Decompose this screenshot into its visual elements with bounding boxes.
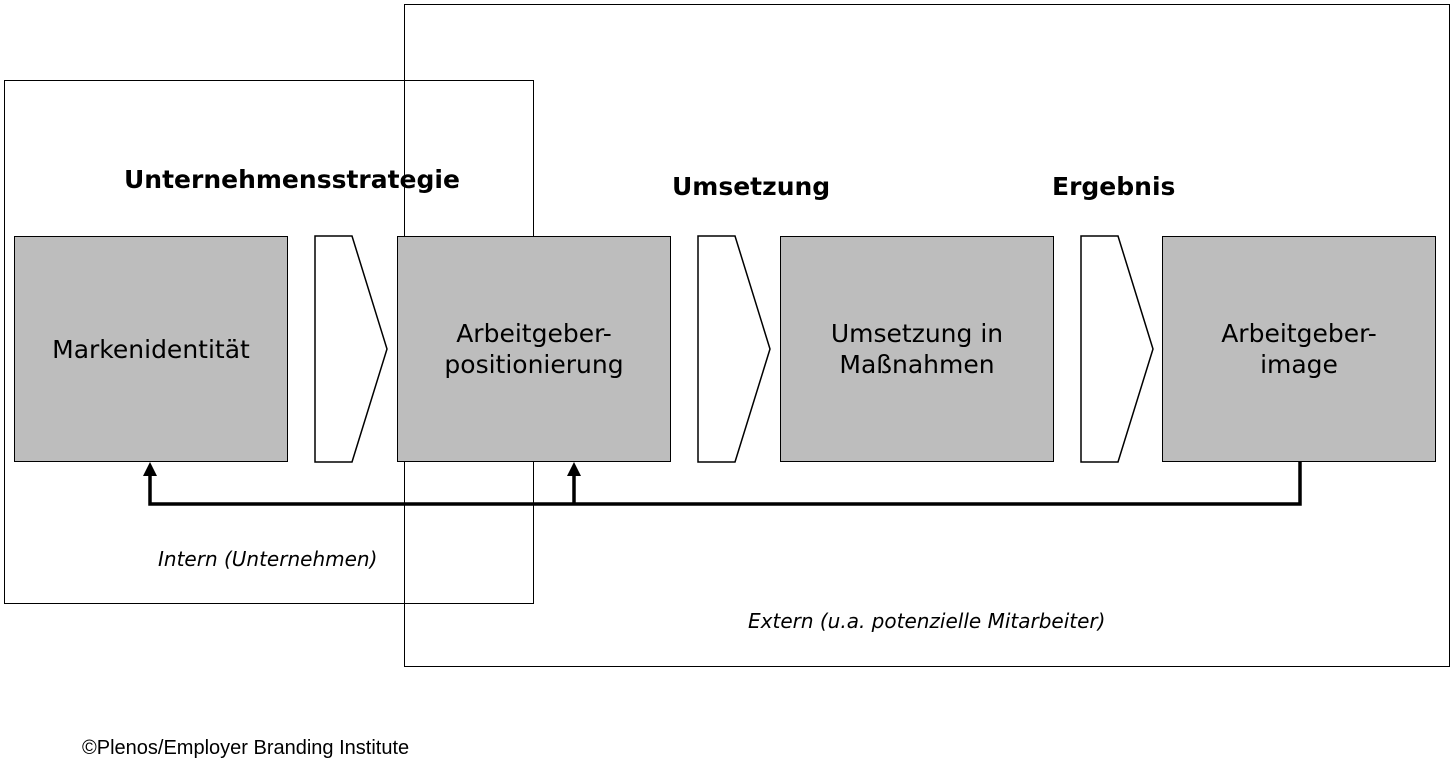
heading-umsetzung: Umsetzung	[672, 172, 831, 201]
feedback-arrowhead-1	[143, 462, 157, 476]
caption-extern: Extern (u.a. potenzielle Mitarbeiter)	[748, 609, 1106, 633]
box-umsetzung-massnahmen: Umsetzung in Maßnahmen	[780, 236, 1054, 462]
feedback-line	[148, 462, 1302, 506]
box-markenidentitaet: Markenidentität	[14, 236, 288, 462]
box-arbeitgeberpositionierung: Arbeitgeber- positionierung	[397, 236, 671, 462]
copyright-notice: ©Plenos/Employer Branding Institute	[82, 737, 410, 759]
heading-unternehmensstrategie: Unternehmensstrategie	[124, 165, 460, 194]
box-arbeitgeberimage: Arbeitgeber- image	[1162, 236, 1436, 462]
chevron-arrow-1	[314, 235, 388, 463]
chevron-arrow-2	[697, 235, 771, 463]
heading-ergebnis: Ergebnis	[1052, 172, 1176, 201]
chevron-arrow-3	[1080, 235, 1154, 463]
feedback-arrowhead-2	[567, 462, 581, 476]
caption-intern: Intern (Unternehmen)	[158, 547, 378, 571]
